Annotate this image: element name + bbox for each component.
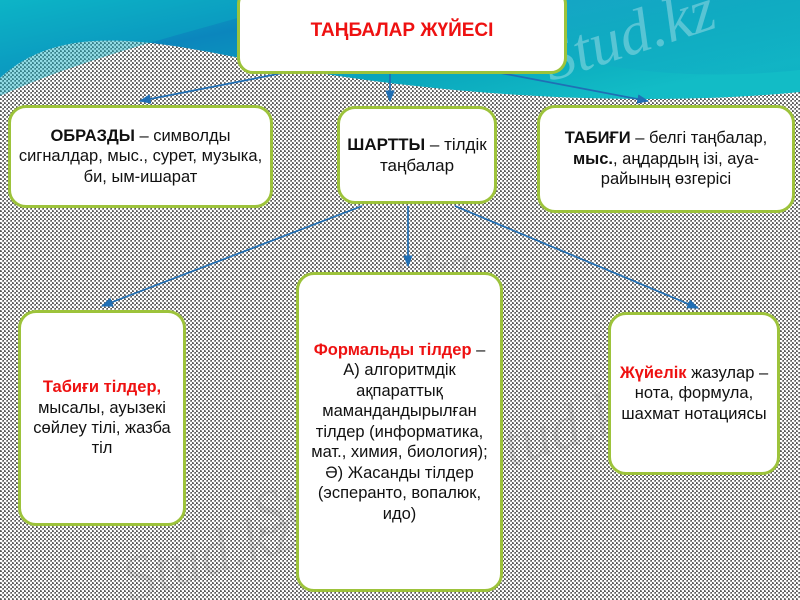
node-tabigi-body2: , аңдардың ізі, ауа-райының өзгерісі — [600, 149, 760, 189]
node-zhuyelik-text: Жүйелік жазулар – нота, формула, шахмат … — [611, 363, 777, 424]
node-formaldy-tilder[interactable]: Формальды тілдер – А) алгоритмдік ақпара… — [296, 272, 503, 592]
node-formaldy-text: Формальды тілдер – А) алгоритмдік ақпара… — [299, 340, 500, 524]
node-tabigi-body1: – белгі таңбалар, — [630, 129, 768, 148]
node-formaldy-head: Формальды тілдер — [313, 340, 472, 359]
node-tanbalar-zhuyesi[interactable]: ТАҢБАЛАР ЖҮЙЕСІ — [237, 0, 567, 74]
node-zhuyelik-head: Жүйелік — [619, 363, 687, 382]
node-zhuyelik[interactable]: Жүйелік жазулар – нота, формула, шахмат … — [608, 312, 780, 475]
node-shartty-body: – тілдік таңбалар — [379, 134, 487, 175]
node-tabigi-tilder-head: Табиғи тілдер, — [42, 378, 162, 397]
node-obrazdy-head: ОБРАЗДЫ — [50, 126, 135, 145]
node-tabigi-emph: мыс. — [572, 149, 613, 168]
node-tabigi[interactable]: ТАБИҒИ – белгі таңбалар, мыс., аңдардың … — [537, 105, 795, 213]
node-tabigi-tilder-body: мысалы, ауызекі сөйлеу тілі, жазба тіл — [33, 398, 171, 458]
node-tabigi-text: ТАБИҒИ – белгі таңбалар, мыс., аңдардың … — [540, 128, 792, 189]
node-obrazdy-text: ОБРАЗДЫ – символды сигналдар, мыс., суре… — [11, 126, 270, 187]
node-tabigi-tilder-text: Табиғи тілдер, мысалы, ауызекі сөйлеу ті… — [21, 377, 183, 459]
node-obrazdy[interactable]: ОБРАЗДЫ – символды сигналдар, мыс., суре… — [8, 105, 273, 208]
node-shartty-text: ШАРТТЫ – тілдік таңбалар — [340, 134, 494, 176]
node-shartty-head: ШАРТТЫ — [347, 134, 426, 154]
node-title-label: ТАҢБАЛАР ЖҮЙЕСІ — [310, 20, 494, 42]
node-tabigi-tilder[interactable]: Табиғи тілдер, мысалы, ауызекі сөйлеу ті… — [18, 310, 186, 526]
node-obrazdy-body: – символды сигналдар, мыс., сурет, музык… — [18, 126, 263, 186]
node-tabigi-head: ТАБИҒИ — [564, 129, 631, 148]
node-formaldy-body: – А) алгоритмдік ақпараттық мамандандыры… — [311, 340, 488, 523]
node-zhuyelik-body: жазулар – нота, формула, шахмат нотацияс… — [621, 363, 769, 423]
node-shartty[interactable]: ШАРТТЫ – тілдік таңбалар — [337, 106, 497, 204]
